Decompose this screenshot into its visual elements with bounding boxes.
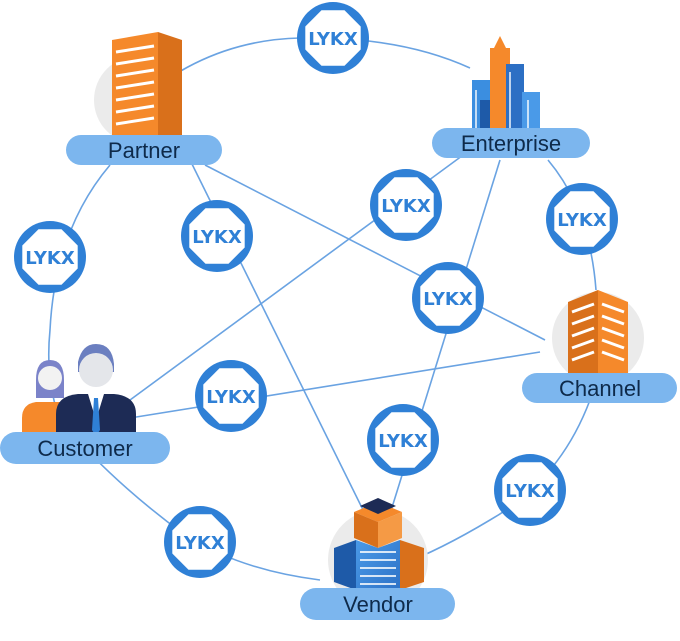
lykx-token[interactable]: LYKX (367, 404, 439, 476)
token-face (375, 412, 431, 468)
token-label: LYKX (175, 533, 225, 554)
token-face (554, 191, 610, 247)
customer-label-pill (0, 432, 170, 464)
partner-label: Partner (108, 138, 180, 163)
enterprise-node[interactable]: Enterprise (432, 36, 590, 158)
partner-label-pill (66, 135, 222, 165)
token-face (22, 229, 78, 285)
channel-node[interactable]: Channel (522, 290, 677, 403)
lykx-token[interactable]: LYKX (546, 183, 618, 255)
token-face (203, 368, 259, 424)
customer-label: Customer (37, 436, 132, 461)
token-label: LYKX (423, 289, 473, 310)
city-skyline-icon (472, 36, 540, 130)
token-label: LYKX (308, 29, 358, 50)
lykx-token[interactable]: LYKX (370, 169, 442, 241)
channel-label: Channel (559, 376, 641, 401)
token-label: LYKX (206, 387, 256, 408)
line-customer-channel (129, 351, 541, 419)
token-label: LYKX (557, 210, 607, 231)
office-building-icon (568, 290, 628, 380)
lykx-token[interactable]: LYKX (297, 2, 369, 74)
token-label: LYKX (381, 196, 431, 217)
lykx-token[interactable]: LYKX (195, 360, 267, 432)
token-label: LYKX (505, 481, 555, 502)
vendor-label: Vendor (343, 592, 413, 617)
token-face (502, 462, 558, 518)
lykx-token[interactable]: LYKX (494, 454, 566, 526)
lykx-token[interactable]: LYKX (14, 221, 86, 293)
people-icon (22, 344, 136, 440)
vendor-label-pill (300, 588, 455, 620)
channel-label-pill (522, 373, 677, 403)
token-face (420, 270, 476, 326)
token-label: LYKX (192, 227, 242, 248)
lykx-token[interactable]: LYKX (164, 506, 236, 578)
token-face (189, 208, 245, 264)
enterprise-label-pill (432, 128, 590, 158)
warehouse-icon (334, 498, 424, 598)
partner-node[interactable]: Partner (66, 32, 222, 165)
token-face (305, 10, 361, 66)
token-face (378, 177, 434, 233)
line-partner-channel (204, 164, 546, 341)
lykx-token[interactable]: LYKX (412, 262, 484, 334)
token-face (172, 514, 228, 570)
vendor-node[interactable]: Vendor (300, 498, 455, 620)
lykx-token[interactable]: LYKX (181, 200, 253, 272)
token-label: LYKX (378, 431, 428, 452)
enterprise-label: Enterprise (461, 131, 561, 156)
token-label: LYKX (25, 248, 75, 269)
token-layer: LYKX LYKX LYKX LYKX LYKX LYKX LYKX LYKX LYKX LYKX (14, 2, 618, 578)
office-tower-icon (112, 32, 182, 140)
customer-node[interactable]: Customer (0, 344, 170, 464)
